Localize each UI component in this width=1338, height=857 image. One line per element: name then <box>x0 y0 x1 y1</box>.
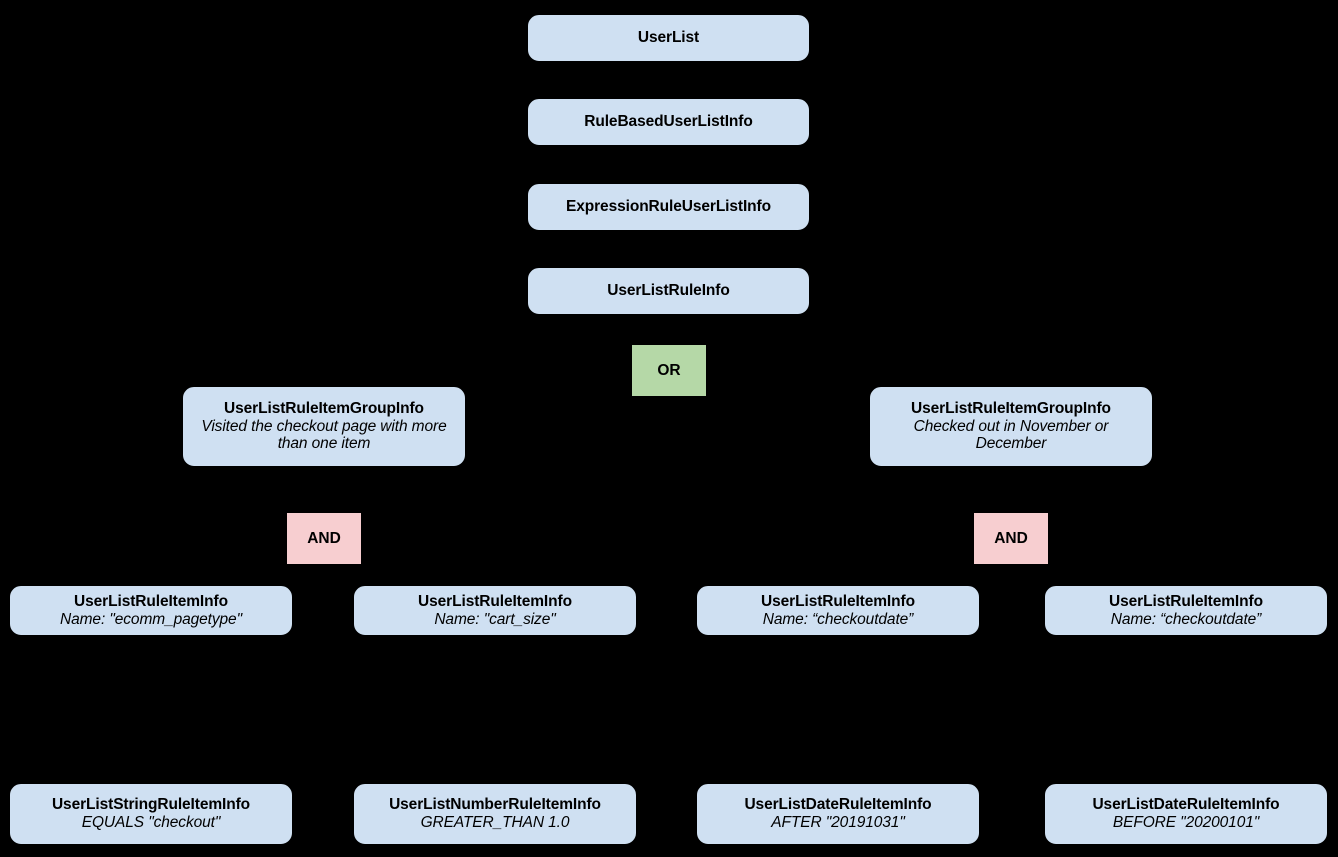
node-subtitle: BEFORE "20200101" <box>1112 814 1260 831</box>
node-user-list-rule-info[interactable]: UserListRuleInfo <box>527 267 810 315</box>
node-group-left[interactable]: UserListRuleItemGroupInfo Visited the ch… <box>182 386 466 467</box>
node-title: RuleBasedUserListInfo <box>584 113 753 131</box>
node-number-rule-item[interactable]: UserListNumberRuleItemInfo GREATER_THAN … <box>353 783 637 845</box>
node-title: UserListRuleItemGroupInfo <box>911 399 1111 417</box>
edge-or-to-group-left <box>323 370 632 387</box>
operator-label: AND <box>307 529 341 547</box>
node-and-operator-left[interactable]: AND <box>286 512 362 565</box>
node-item-checkoutdate-before[interactable]: UserListRuleItemInfo Name: “checkoutdate… <box>1044 585 1328 636</box>
node-item-checkoutdate-after[interactable]: UserListRuleItemInfo Name: “checkoutdate… <box>696 585 980 636</box>
node-subtitle: EQUALS "checkout" <box>81 814 221 831</box>
edge-and-left-to-item1 <box>150 564 301 586</box>
node-subtitle: AFTER "20191031" <box>771 814 905 831</box>
node-group-right[interactable]: UserListRuleItemGroupInfo Checked out in… <box>869 386 1153 467</box>
node-date-rule-item-after[interactable]: UserListDateRuleItemInfo AFTER "20191031… <box>696 783 980 845</box>
node-rule-based-user-list-info[interactable]: RuleBasedUserListInfo <box>527 98 810 146</box>
node-title: UserListRuleItemGroupInfo <box>224 399 424 417</box>
node-title: UserListRuleInfo <box>607 282 730 300</box>
node-title: ExpressionRuleUserListInfo <box>566 198 771 216</box>
node-subtitle: Checked out in November or December <box>913 417 1109 453</box>
node-or-operator[interactable]: OR <box>631 344 707 397</box>
node-title: UserListDateRuleItemInfo <box>1092 796 1280 814</box>
node-title: UserList <box>637 29 700 47</box>
node-subtitle: Name: “checkoutdate” <box>1110 610 1262 628</box>
node-item-cart-size[interactable]: UserListRuleItemInfo Name: "cart_size" <box>353 585 637 636</box>
node-title: UserListStringRuleItemInfo <box>51 796 251 814</box>
node-item-ecomm-pagetype[interactable]: UserListRuleItemInfo Name: "ecomm_pagety… <box>9 585 293 636</box>
node-subtitle: Name: “checkoutdate” <box>762 610 914 628</box>
node-subtitle: GREATER_THAN 1.0 <box>420 814 570 831</box>
node-title: UserListRuleItemInfo <box>761 592 915 610</box>
node-title: UserListDateRuleItemInfo <box>744 796 932 814</box>
operator-label: OR <box>657 361 681 379</box>
edge-and-right-to-item3 <box>837 564 988 586</box>
node-subtitle: Visited the checkout page with more than… <box>201 417 447 453</box>
node-title: UserListRuleItemInfo <box>74 592 228 610</box>
edge-or-to-group-right <box>705 370 1012 387</box>
operator-label: AND <box>994 529 1028 547</box>
node-string-rule-item[interactable]: UserListStringRuleItemInfo EQUALS "check… <box>9 783 293 845</box>
node-and-operator-right[interactable]: AND <box>973 512 1049 565</box>
node-title: UserListNumberRuleItemInfo <box>389 796 601 814</box>
node-expression-rule-user-list-info[interactable]: ExpressionRuleUserListInfo <box>527 183 810 231</box>
node-user-list[interactable]: UserList <box>527 14 810 62</box>
node-date-rule-item-before[interactable]: UserListDateRuleItemInfo BEFORE "2020010… <box>1044 783 1328 845</box>
node-subtitle: Name: "cart_size" <box>434 610 556 628</box>
node-title: UserListRuleItemInfo <box>418 592 572 610</box>
edge-and-left-to-item2 <box>347 564 496 586</box>
node-subtitle: Name: "ecomm_pagetype" <box>60 610 242 628</box>
edge-and-right-to-item4 <box>1034 564 1187 586</box>
node-title: UserListRuleItemInfo <box>1109 592 1263 610</box>
